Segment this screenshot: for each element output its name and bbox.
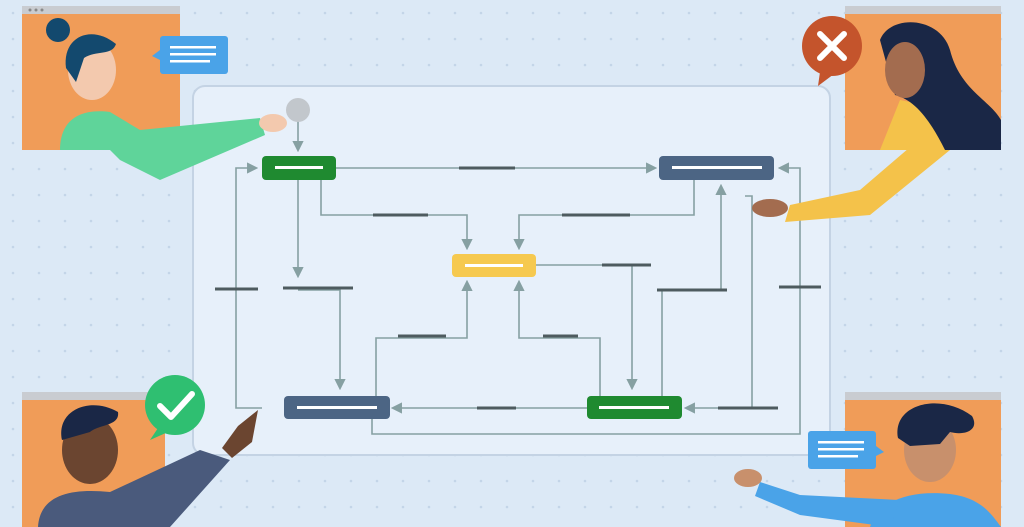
node-top-right-blue[interactable] xyxy=(659,156,774,180)
start-point xyxy=(286,98,310,122)
connectors xyxy=(235,112,801,435)
chat-bubble-icon xyxy=(808,431,884,469)
workflow-nodes xyxy=(262,156,774,419)
connector-labels xyxy=(215,166,821,410)
node-start-green[interactable] xyxy=(262,156,336,180)
person-bottom-left xyxy=(22,375,258,527)
person-top-left xyxy=(22,6,287,180)
node-bottom-green[interactable] xyxy=(587,396,682,419)
node-bottom-left-blue[interactable] xyxy=(284,396,390,419)
chat-bubble-icon xyxy=(152,36,228,74)
x-icon xyxy=(802,16,862,86)
check-icon xyxy=(145,375,205,440)
person-top-right xyxy=(752,6,1001,222)
node-center-yellow[interactable] xyxy=(452,254,536,277)
person-bottom-right xyxy=(734,392,1001,527)
